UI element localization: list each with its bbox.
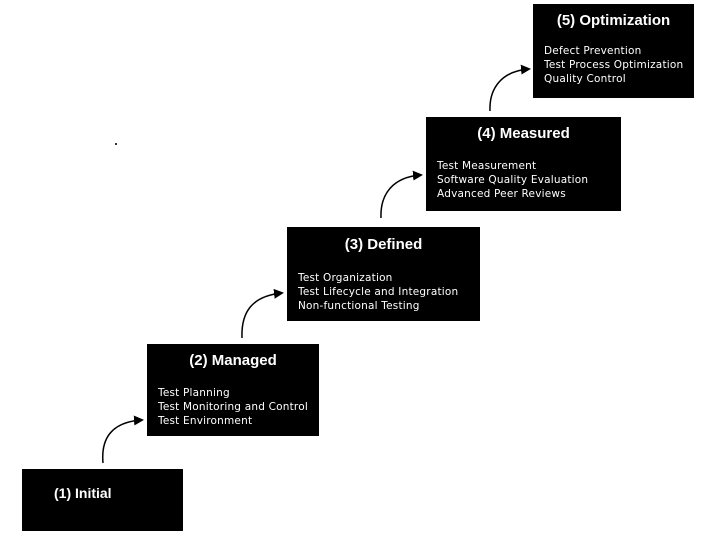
level-3-items: Test Organization Test Lifecycle and Int… [298, 271, 458, 313]
level-1-box: (1) Initial [22, 469, 183, 531]
level-5-box: (5) Optimization Defect Prevention Test … [533, 4, 694, 98]
level-3-item: Non-functional Testing [298, 300, 420, 312]
stray-dot [115, 143, 117, 145]
level-2-item: Test Environment [158, 415, 253, 427]
level-4-title: (4) Measured [477, 125, 570, 142]
level-4-items: Test Measurement Software Quality Evalua… [437, 159, 588, 201]
level-3-item: Test Organization [298, 272, 393, 284]
level-2-title: (2) Managed [189, 352, 277, 369]
level-5-item: Defect Prevention [544, 45, 642, 57]
level-1-title: (1) Initial [54, 485, 112, 501]
level-4-item: Software Quality Evaluation [437, 174, 589, 186]
arrow-3-to-4 [380, 170, 423, 219]
level-5-item: Quality Control [544, 73, 626, 85]
level-4-box: (4) Measured Test Measurement Software Q… [426, 117, 621, 211]
level-3-title: (3) Defined [344, 236, 423, 253]
arrow-2-to-3 [241, 288, 284, 339]
level-3-box: (3) Defined Test Organization Test Lifec… [287, 227, 480, 321]
level-4-item: Advanced Peer Reviews [437, 188, 566, 200]
arrow-4-to-5 [489, 64, 531, 112]
level-5-title: (5) Optimization [556, 12, 671, 29]
level-2-item: Test Planning [158, 387, 230, 399]
level-2-item: Test Monitoring and Control [158, 401, 308, 413]
level-5-item: Test Process Optimization [544, 59, 684, 71]
level-4-item: Test Measurement [437, 160, 537, 172]
level-3-item: Test Lifecycle and Integration [298, 286, 459, 298]
level-2-box: (2) Managed Test Planning Test Monitorin… [147, 344, 319, 436]
level-5-items: Defect Prevention Test Process Optimizat… [544, 44, 683, 86]
level-2-items: Test Planning Test Monitoring and Contro… [158, 386, 308, 428]
arrow-1-to-2 [102, 415, 144, 464]
